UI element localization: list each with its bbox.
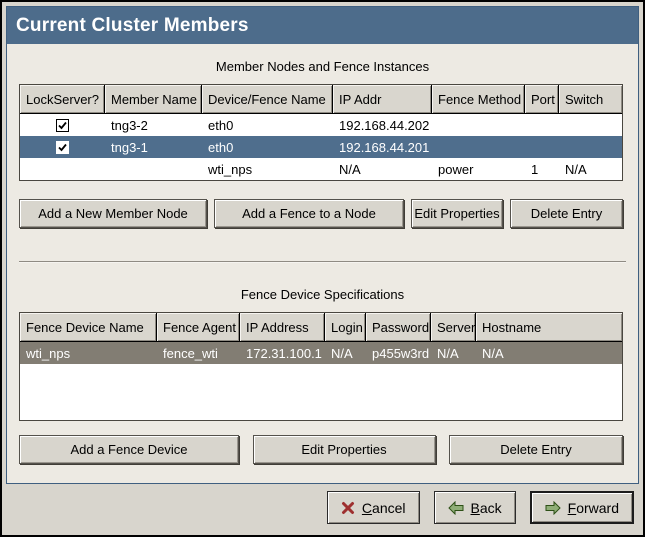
table-row-selected[interactable]: tng3-1 eth0 192.168.44.201: [20, 136, 622, 158]
column-header-switch[interactable]: Switch: [559, 85, 622, 113]
delete-entry-button[interactable]: Delete Entry: [510, 199, 623, 228]
cell-ip-addr: 192.168.44.201: [333, 140, 432, 155]
cancel-button[interactable]: Cancel: [327, 491, 420, 524]
forward-button-label: Forward: [568, 500, 619, 516]
cell-fence-agent: fence_wti: [157, 346, 240, 361]
wizard-content-panel: Current Cluster Members Member Nodes and…: [6, 6, 639, 484]
column-header-member-name[interactable]: Member Name: [105, 85, 202, 113]
column-header-login[interactable]: Login: [325, 313, 366, 341]
cell-ip-addr: N/A: [333, 162, 432, 177]
column-header-lockserver[interactable]: LockServer?: [20, 85, 105, 113]
column-header-fence-device-name[interactable]: Fence Device Name: [20, 313, 157, 341]
member-buttons-row: Add a New Member Node Add a Fence to a N…: [19, 199, 623, 228]
fence-table-caption: Fence Device Specifications: [7, 287, 638, 302]
lockserver-checkbox-checked[interactable]: [56, 119, 69, 132]
cell-device-fence-name: eth0: [202, 118, 333, 133]
column-header-fence-agent[interactable]: Fence Agent: [157, 313, 240, 341]
edit-properties-button[interactable]: Edit Properties: [411, 199, 503, 228]
column-header-port[interactable]: Port: [525, 85, 559, 113]
add-fence-device-button[interactable]: Add a Fence Device: [19, 435, 239, 464]
add-fence-to-node-button[interactable]: Add a Fence to a Node: [214, 199, 404, 228]
lockserver-checkbox-checked[interactable]: [56, 141, 69, 154]
column-header-fence-method[interactable]: Fence Method: [432, 85, 525, 113]
cell-ip-addr: 192.168.44.202: [333, 118, 432, 133]
table-row[interactable]: wti_nps N/A power 1 N/A: [20, 158, 622, 180]
member-table-header: LockServer? Member Name Device/Fence Nam…: [20, 85, 622, 114]
delete-entry-button[interactable]: Delete Entry: [449, 435, 623, 464]
cell-login: N/A: [325, 346, 366, 361]
cancel-button-label: Cancel: [362, 500, 406, 516]
forward-button[interactable]: Forward: [530, 491, 634, 524]
column-header-password[interactable]: Password: [366, 313, 431, 341]
forward-arrow-icon: [545, 501, 561, 515]
cell-device-fence-name: eth0: [202, 140, 333, 155]
cell-ip-address: 172.31.100.1: [240, 346, 325, 361]
cell-hostname: N/A: [476, 346, 622, 361]
page-title: Current Cluster Members: [7, 7, 638, 44]
member-table-caption: Member Nodes and Fence Instances: [7, 59, 638, 74]
back-button[interactable]: Back: [434, 491, 516, 524]
cell-server: N/A: [431, 346, 476, 361]
cell-member-name: tng3-2: [105, 118, 202, 133]
table-row[interactable]: tng3-2 eth0 192.168.44.202: [20, 114, 622, 136]
cell-fence-device-name: wti_nps: [20, 346, 157, 361]
cell-device-fence-name: wti_nps: [202, 162, 333, 177]
back-arrow-icon: [448, 501, 464, 515]
fence-devices-table: Fence Device Name Fence Agent IP Address…: [19, 312, 623, 421]
cancel-x-icon: [341, 501, 355, 515]
wizard-navigation-bar: Cancel Back Forward: [6, 484, 639, 531]
cell-fence-method: power: [432, 162, 525, 177]
cell-member-name: tng3-1: [105, 140, 202, 155]
cell-switch: N/A: [559, 162, 622, 177]
cell-password: p455w3rd: [366, 346, 431, 361]
table-row-selected[interactable]: wti_nps fence_wti 172.31.100.1 N/A p455w…: [20, 342, 622, 364]
member-nodes-table: LockServer? Member Name Device/Fence Nam…: [19, 84, 623, 181]
column-header-hostname[interactable]: Hostname: [476, 313, 622, 341]
back-button-label: Back: [471, 500, 502, 516]
section-separator: [19, 261, 626, 263]
column-header-server[interactable]: Server: [431, 313, 476, 341]
cell-port: 1: [525, 162, 559, 177]
fence-table-header: Fence Device Name Fence Agent IP Address…: [20, 313, 622, 342]
column-header-ip-addr[interactable]: IP Addr: [333, 85, 432, 113]
fence-buttons-row: Add a Fence Device Edit Properties Delet…: [19, 435, 623, 464]
column-header-device-fence-name[interactable]: Device/Fence Name: [202, 85, 333, 113]
edit-properties-button[interactable]: Edit Properties: [253, 435, 436, 464]
column-header-ip-address[interactable]: IP Address: [240, 313, 325, 341]
table-empty-area: [20, 364, 622, 420]
add-member-node-button[interactable]: Add a New Member Node: [19, 199, 207, 228]
